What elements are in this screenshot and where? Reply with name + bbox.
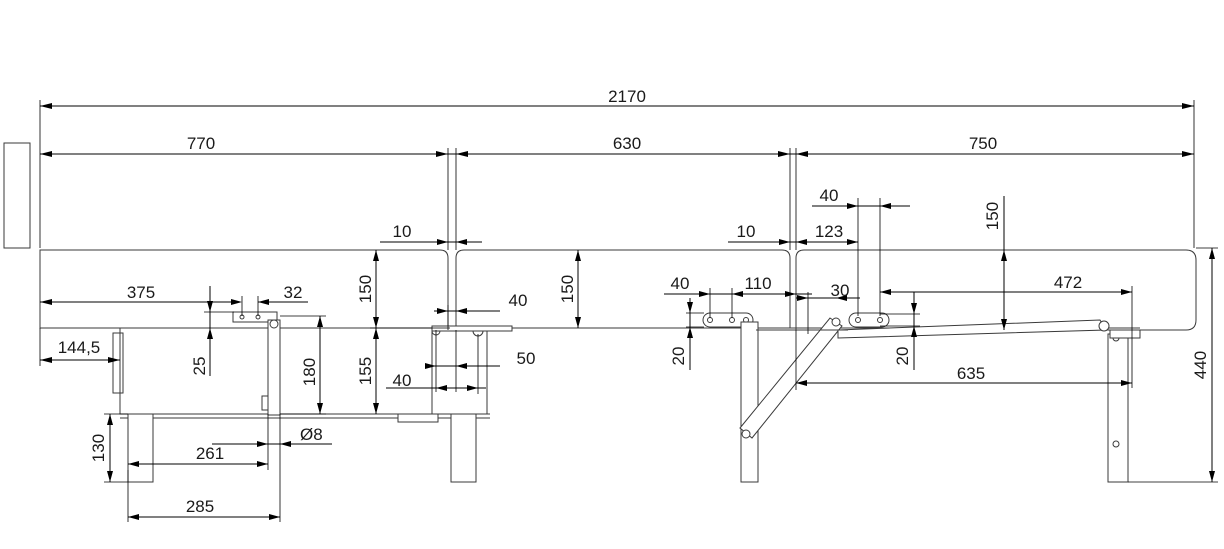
mechanism-leg-front bbox=[740, 321, 759, 483]
left-frame-inner bbox=[112, 332, 124, 394]
label-gap-left: 10 bbox=[393, 222, 412, 241]
label-bracket-width: 32 bbox=[284, 283, 303, 302]
label-frame-depth: 180 bbox=[300, 358, 319, 386]
link-hole bbox=[877, 317, 883, 323]
left-vertical-arm bbox=[267, 319, 281, 416]
dimensions bbox=[39, 100, 1218, 522]
label-frame-height: 155 bbox=[356, 357, 375, 385]
label-leg-height: 130 bbox=[89, 434, 108, 462]
label-section-middle: 630 bbox=[613, 134, 641, 153]
leg-hole bbox=[1112, 440, 1120, 448]
label-hinge-40-bottom: 40 bbox=[393, 371, 412, 390]
label-link-635: 635 bbox=[957, 364, 985, 383]
leg-left-2 bbox=[450, 413, 477, 483]
link-pivot bbox=[741, 429, 751, 439]
left-bracket-plate bbox=[232, 311, 278, 323]
arm-pivot bbox=[269, 319, 279, 329]
label-gap-right: 10 bbox=[737, 222, 756, 241]
label-back-height-left: 150 bbox=[356, 275, 375, 303]
label-hole-diameter: Ø8 bbox=[300, 425, 323, 444]
hinge-plate bbox=[431, 325, 513, 332]
label-hinge-50: 50 bbox=[517, 349, 536, 368]
mount-hole bbox=[707, 317, 713, 323]
label-link-150: 150 bbox=[983, 202, 1002, 230]
back-cushion-left bbox=[39, 249, 449, 329]
label-arm-offset: 375 bbox=[127, 283, 155, 302]
label-side-overhang: 144,5 bbox=[58, 338, 101, 357]
label-back-height-mid: 150 bbox=[558, 275, 577, 303]
mechanism-leg-rear bbox=[1107, 333, 1129, 483]
label-plate-20: 20 bbox=[669, 347, 688, 366]
leg-mid-foot bbox=[397, 413, 439, 423]
leg-left-1 bbox=[127, 413, 154, 483]
label-link-472: 472 bbox=[1054, 273, 1082, 292]
back-cushion-middle bbox=[455, 249, 791, 329]
label-link-30: 30 bbox=[831, 281, 850, 300]
label-link-40: 40 bbox=[820, 186, 839, 205]
link-hole bbox=[855, 317, 861, 323]
label-leg-spacing-inner: 261 bbox=[196, 444, 224, 463]
rear-bracket bbox=[1109, 329, 1141, 339]
label-plate-110: 110 bbox=[744, 274, 771, 293]
mount-hole bbox=[729, 317, 735, 323]
arm-bottom-clip bbox=[261, 395, 269, 411]
link-pivot bbox=[831, 317, 841, 327]
label-bracket-drop: 25 bbox=[190, 357, 209, 376]
label-section-left: 770 bbox=[187, 134, 215, 153]
top-link-plate bbox=[848, 312, 890, 328]
dimension-labels: 2170 770 630 750 10 10 123 40 472 635 30… bbox=[58, 87, 1210, 516]
sofa-geometry bbox=[3, 142, 1197, 483]
back-cushion-right bbox=[795, 249, 1197, 331]
label-hinge-40-top: 40 bbox=[509, 291, 528, 310]
label-total-width: 2170 bbox=[608, 87, 646, 106]
label-link-20: 20 bbox=[893, 347, 912, 366]
label-overall-height: 440 bbox=[1191, 351, 1210, 379]
label-leg-spacing-outer: 285 bbox=[186, 497, 214, 516]
label-link-123: 123 bbox=[815, 222, 843, 241]
label-section-right: 750 bbox=[969, 134, 997, 153]
side-panel bbox=[3, 142, 31, 249]
center-hinge-block bbox=[431, 327, 488, 415]
rear-pivot bbox=[1098, 320, 1110, 332]
label-plate-40: 40 bbox=[671, 274, 690, 293]
